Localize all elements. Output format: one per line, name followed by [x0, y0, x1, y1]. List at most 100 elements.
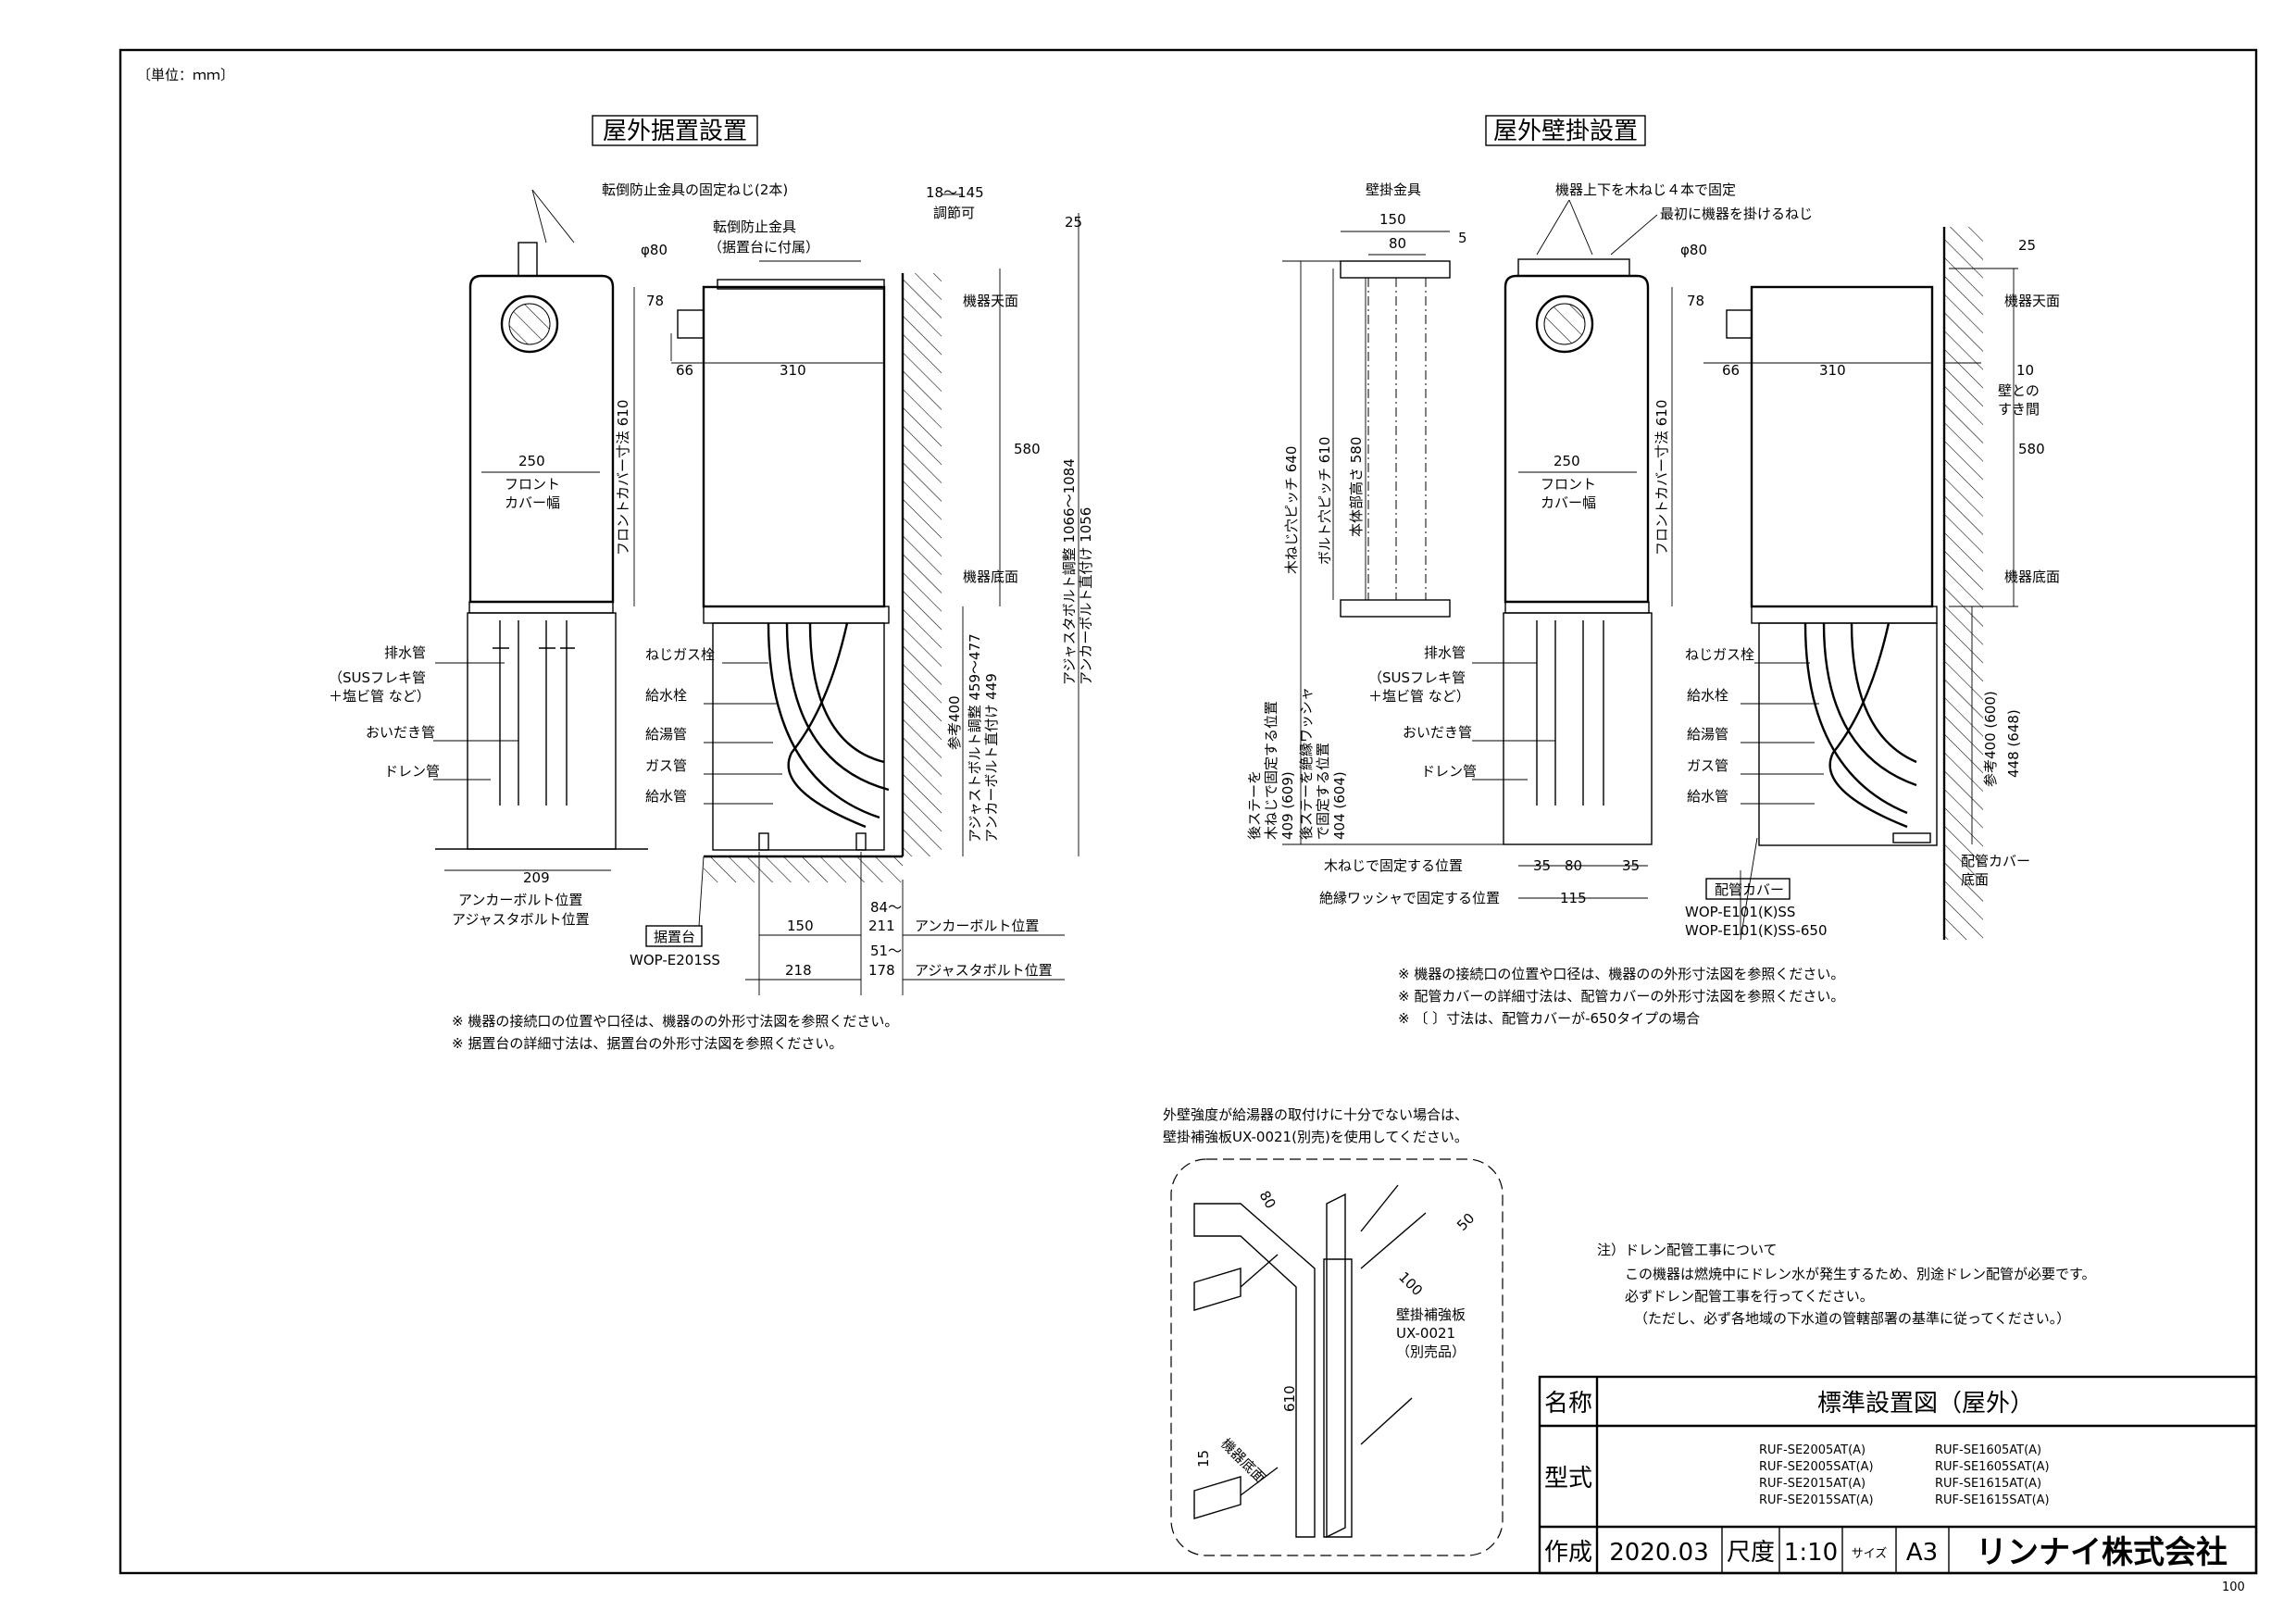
wall-drain2: （SUSフレキ管	[1368, 669, 1466, 686]
reinforce-d610: 610	[1281, 1385, 1298, 1412]
wall-front-view	[1503, 258, 1653, 845]
wall-dim-80b: 80	[1565, 857, 1582, 874]
floor-bottom-label: 機器底面	[963, 568, 1018, 585]
floor-dim-150: 150	[787, 918, 814, 934]
floor-wall-hatch	[903, 273, 942, 856]
model-right-1: RUF-SE1605AT(A)	[1935, 1443, 2041, 1457]
floor-stand	[712, 622, 885, 851]
wall-dim-35a: 35	[1533, 857, 1551, 874]
title-model-label: 型式	[1544, 1465, 1592, 1493]
wall-cover-model2: WOP-E101(K)SS-650	[1685, 922, 1828, 939]
corner-number: 100	[2222, 1580, 2245, 1594]
title-made-label: 作成	[1544, 1539, 1592, 1567]
wall-rear2: 木ねじで固定する位置	[1263, 701, 1279, 840]
title-size-label: サイズ	[1852, 1546, 1888, 1561]
wall-dim-580: 580	[2018, 441, 2045, 457]
reinforce-d80: 80	[1256, 1188, 1279, 1212]
wall-installation: 屋外壁掛設置 壁掛金具 150 80 5 木ねじ穴ピッチ 640 ボルト穴ピッチ…	[1246, 115, 2060, 1027]
wall-cover-box	[1705, 878, 1791, 900]
wall-oidaki: おいだき管	[1403, 724, 1472, 741]
floor-top-label: 機器天面	[963, 293, 1018, 309]
wall-rear3: 409 (609)	[1279, 771, 1296, 840]
reinforce-plate3: （別売品）	[1396, 1343, 1466, 1360]
wall-side-body	[1750, 285, 1934, 608]
title-scale-label: 尺度	[1727, 1539, 1775, 1567]
wall-note-3: ※ 〔 〕寸法は、配管カバーが-650タイプの場合	[1398, 1010, 1700, 1027]
wall-dim-150: 150	[1379, 211, 1406, 228]
floor-top-bracket	[518, 242, 538, 277]
wall-d80: φ80	[1680, 242, 1707, 258]
wall-drain-pipe: ドレン管	[1421, 763, 1477, 780]
floor-adjuster-pos2: アジャスタボルト位置	[915, 962, 1053, 979]
wall-cover-model1: WOP-E101(K)SS	[1685, 904, 1795, 920]
reinforce-intro-1: 外壁強度が給湯器の取付けに十分でない場合は、	[1163, 1106, 1468, 1123]
floor-dim-84: 84～	[870, 899, 902, 916]
unit-label: 〔単位：ｍｍ〕	[137, 67, 234, 83]
wall-rear5: で固定する位置	[1315, 743, 1331, 840]
floor-dim-310: 310	[780, 362, 806, 379]
floor-callout-screw: 転倒防止金具の固定ねじ(2本)	[602, 181, 788, 198]
floor-dim-78: 78	[646, 293, 664, 309]
floor-dim-178: 178	[868, 962, 895, 979]
wall-bottom-label: 機器底面	[2004, 568, 2060, 585]
floor-dim-66: 66	[676, 362, 693, 379]
floor-oidaki: おいだき管	[366, 724, 435, 741]
wall-front-cover-dim: フロントカバー寸法 610	[1653, 400, 1670, 556]
floor-callout-bracket2: （据置台に付属）	[708, 239, 819, 256]
wall-side-flue	[1726, 309, 1753, 339]
reinforce-d50: 50	[1454, 1210, 1478, 1234]
floor-dim-25: 25	[1065, 214, 1082, 231]
wall-dim-66: 66	[1722, 362, 1740, 379]
wall-dim-80: 80	[1389, 235, 1406, 252]
wall-bottom-bracket	[1340, 599, 1451, 618]
floor-callout-adjust1: 18～145	[926, 184, 984, 201]
wall-title-box	[1485, 115, 1646, 146]
wall-drain3: ＋塩ビ管 など）	[1368, 688, 1470, 705]
wall-pipe-area	[1503, 612, 1653, 845]
model-left-4: RUF-SE2015SAT(A)	[1759, 1493, 1874, 1507]
floor-callout-d80: φ80	[641, 242, 668, 258]
reinforce-bottom: 機器底面	[1217, 1435, 1268, 1486]
model-left-1: RUF-SE2005AT(A)	[1759, 1443, 1866, 1457]
floor-drain3: ＋塩ビ管 など）	[329, 688, 430, 705]
floor-dim-218: 218	[785, 962, 812, 979]
floor-installation: 屋外据置設置	[329, 115, 1094, 1052]
wall-gas-plug: ねじガス栓	[1685, 646, 1754, 663]
floor-front-w2: カバー幅	[505, 494, 560, 511]
wall-washer-pos: 絶縁ワッシャで固定する位置	[1319, 890, 1500, 906]
floor-dim-211: 211	[868, 918, 895, 934]
wall-first-screw: 最初に機器を掛けるねじ	[1660, 206, 1813, 222]
drain-note-1: 注）ドレン配管工事について	[1597, 1242, 1778, 1258]
title-block: 名称 標準設置図（屋外） 型式 RUF-SE2005AT(A) RUF-SE20…	[1538, 1375, 2258, 1575]
floor-stand-label: 据置台	[654, 929, 695, 945]
wall-gap2: すき間	[1998, 401, 2040, 418]
floor-callout-adjust2: 調節可	[933, 205, 975, 221]
wall-hot-pipe: 給湯管	[1687, 726, 1728, 743]
model-right-2: RUF-SE1605SAT(A)	[1935, 1460, 2050, 1474]
floor-drain1: 排水管	[384, 644, 426, 661]
model-left-3: RUF-SE2015AT(A)	[1759, 1477, 1866, 1491]
wall-gap1: 壁との	[1998, 382, 2040, 399]
floor-side-body	[702, 285, 886, 608]
floor-adjuster-pos: アジャスタボルト位置	[452, 911, 590, 928]
floor-front-view	[435, 242, 648, 850]
floor-dim-250: 250	[518, 453, 545, 469]
wall-dim-310: 310	[1819, 362, 1846, 379]
drain-note-2: この機器は燃焼中にドレン水が発生するため、別途ドレン配管が必要です。	[1625, 1266, 2096, 1282]
title-scale: 1:10	[1784, 1539, 1838, 1567]
wall-dim-5: 5	[1458, 230, 1467, 246]
wall-dim-78: 78	[1687, 293, 1704, 309]
wall-exhaust-vent	[1535, 294, 1594, 354]
floor-front-w1: フロント	[505, 476, 560, 493]
floor-title-box	[592, 115, 758, 146]
wall-dim-10: 10	[2016, 362, 2034, 379]
floor-adj-bolt: アジャストボルト調整 459～477	[967, 633, 983, 843]
wall-bracket-view	[1340, 260, 1451, 618]
reinforce-d100: 100	[1395, 1268, 1426, 1299]
floor-gas-plug: ねじガス栓	[645, 646, 715, 663]
title-name: 標準設置図（屋外）	[1817, 1390, 2034, 1418]
reinforce-wall-board	[1193, 1203, 1316, 1538]
floor-drain2: （SUSフレキ管	[329, 669, 426, 686]
wall-rear4: 後ステーを絶縁ワッシャ	[1298, 687, 1315, 840]
